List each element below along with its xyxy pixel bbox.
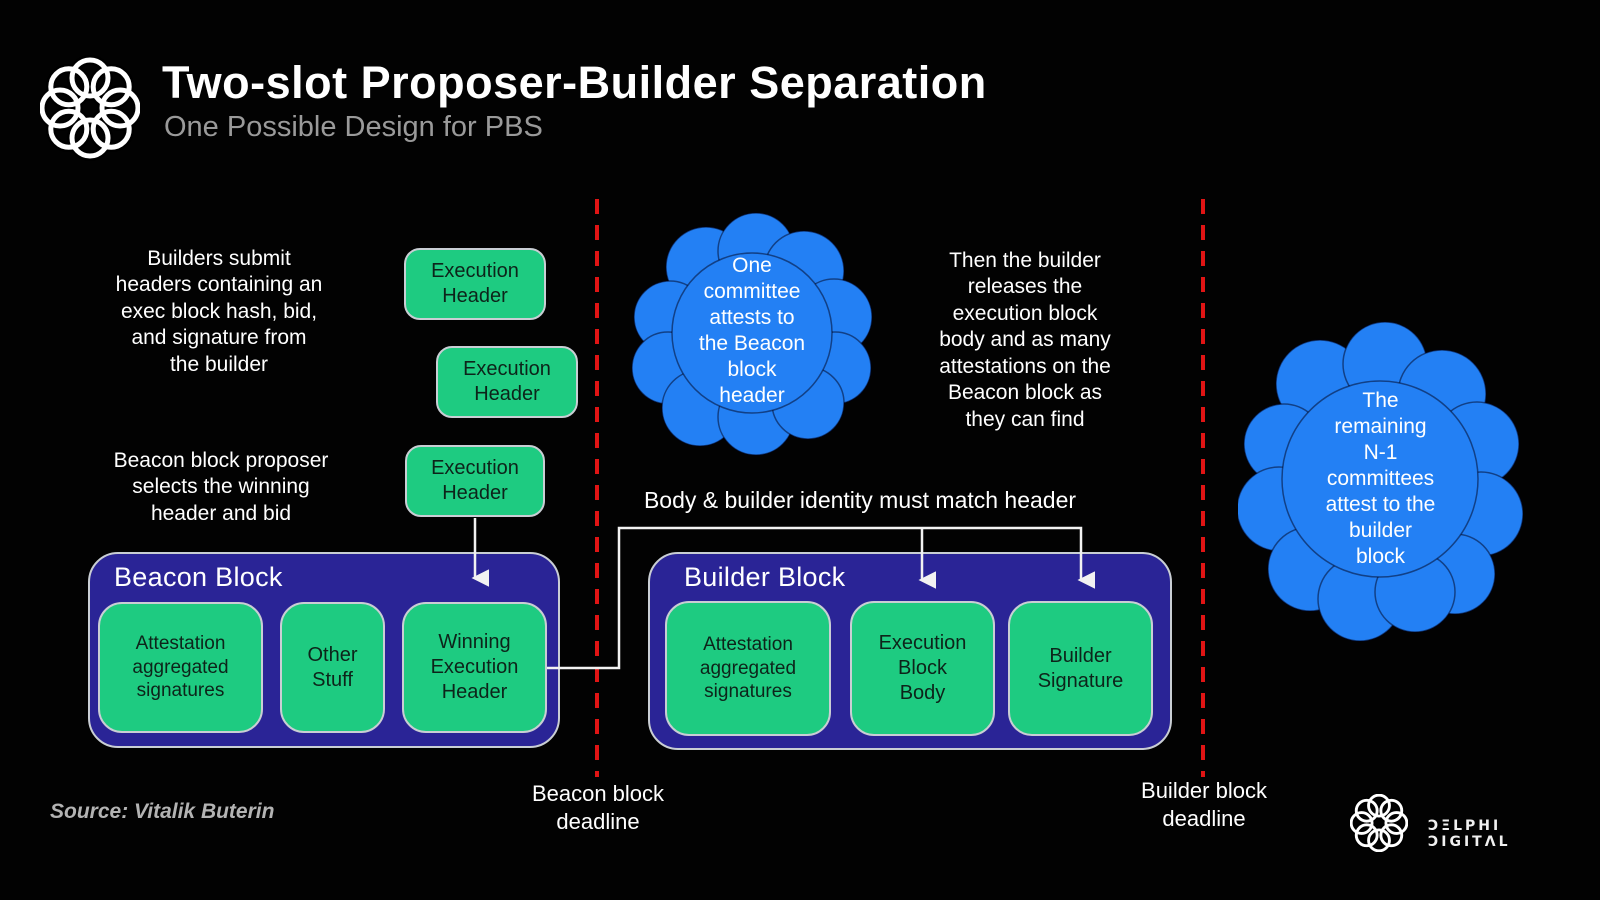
body-match-note: Body & builder identity must match heade… — [643, 487, 1077, 513]
beacon-item-winning-execution-header: Winning Execution Header — [402, 602, 547, 733]
delphi-knot-logo-small — [1350, 794, 1408, 852]
delphi-knot-logo-small-svg — [1350, 794, 1408, 852]
delphi-knot-logo — [40, 54, 140, 162]
beacon-deadline-line — [595, 199, 599, 777]
beacon-item-other-stuff: Other Stuff — [280, 602, 385, 733]
builder-item-attestation-signatures: Attestation aggregated signatures — [665, 601, 831, 736]
footer-brand: ƆΞLPHI ƆIGITΛL — [1350, 794, 1580, 858]
page-title: Two-slot Proposer-Builder Separation — [162, 57, 987, 108]
beacon-deadline-label: Beacon block deadline — [531, 781, 665, 834]
beacon-block-title: Beacon Block — [114, 562, 283, 592]
builder-block-title: Builder Block — [684, 562, 846, 592]
page-subtitle: One Possible Design for PBS — [164, 111, 543, 143]
beacon-item-attestation-signatures: Attestation aggregated signatures — [98, 602, 263, 733]
builder-deadline-line — [1201, 199, 1205, 777]
one-committee-cloud-text: One committee attests to the Beacon bloc… — [698, 254, 806, 408]
proposer-selects-note: Beacon block proposer selects the winnin… — [113, 449, 329, 525]
builder-item-builder-signature: Builder Signature — [1008, 601, 1153, 736]
builder-deadline-label: Builder block deadline — [1141, 778, 1267, 831]
builders-submit-note: Builders submit headers containing an ex… — [115, 247, 323, 376]
delphi-wordmark: ƆΞLPHI ƆIGITΛL — [1428, 818, 1511, 850]
execution-header-box-1: Execution Header — [404, 248, 546, 320]
remaining-committees-cloud: The remaining N-1 committees attest to t… — [1238, 312, 1523, 647]
remaining-committees-cloud-shape — [1238, 321, 1523, 642]
builder-releases-note: Then the builder releases the execution … — [939, 249, 1111, 431]
delphi-knot-logo-svg — [40, 55, 140, 161]
source-credit: Source: Vitalik Buterin — [50, 800, 275, 823]
one-committee-cloud: One committee attests to the Beacon bloc… — [628, 205, 876, 457]
remaining-committees-cloud-text: The remaining N-1 committees attest to t… — [1325, 389, 1436, 569]
one-committee-cloud-shape — [631, 212, 873, 456]
execution-header-box-3: Execution Header — [405, 445, 545, 517]
builder-item-execution-block-body: Execution Block Body — [850, 601, 995, 736]
execution-header-box-2: Execution Header — [436, 346, 578, 418]
